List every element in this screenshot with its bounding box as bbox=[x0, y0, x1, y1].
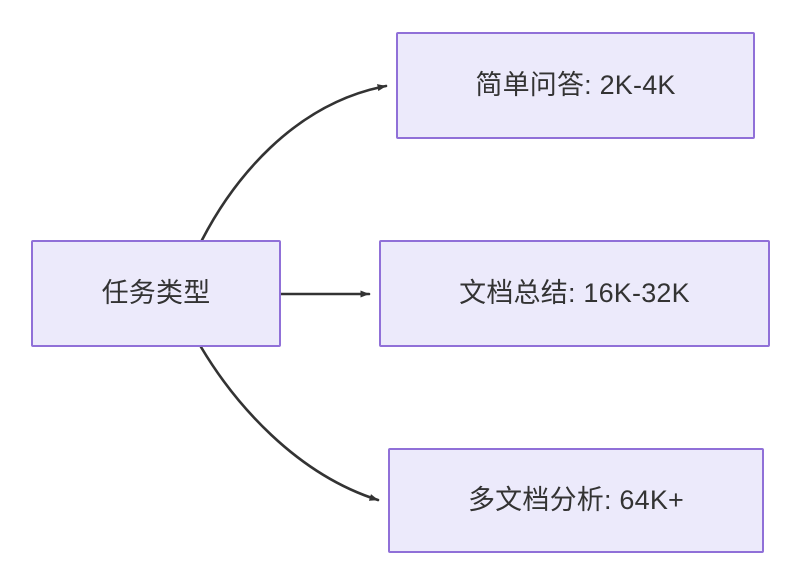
node-simple-qa[interactable]: 简单问答: 2K-4K bbox=[396, 32, 755, 139]
edge-task-type-to-multi-doc bbox=[199, 345, 380, 502]
node-multi-doc-label: 多文档分析: 64K+ bbox=[467, 484, 684, 515]
node-task-type[interactable]: 任务类型 bbox=[31, 240, 281, 347]
node-multi-doc[interactable]: 多文档分析: 64K+ bbox=[388, 448, 764, 553]
edge-task-type-to-simple-qa bbox=[200, 84, 388, 242]
node-doc-summary[interactable]: 文档总结: 16K-32K bbox=[379, 240, 770, 347]
node-simple-qa-label: 简单问答: 2K-4K bbox=[475, 69, 676, 100]
node-task-type-label: 任务类型 bbox=[101, 277, 211, 308]
node-doc-summary-label: 文档总结: 16K-32K bbox=[459, 277, 690, 308]
